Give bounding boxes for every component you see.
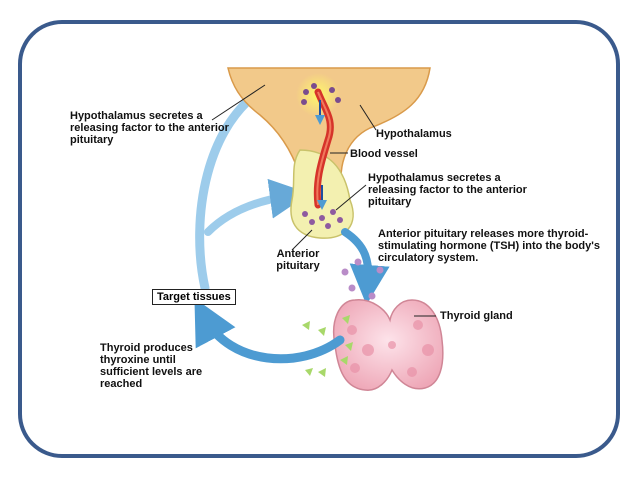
label-thyroid-gland: Thyroid gland [440,310,513,322]
label-hypothalamus-secretes-top: Hypothalamus secretes a releasing factor… [70,110,229,146]
label-hypothalamus-secretes-mid: Hypothalamus secretes a releasing factor… [368,172,527,208]
label-blood-vessel: Blood vessel [350,148,418,160]
tsh-arrow [341,228,390,305]
thyroxine-arrow [194,298,345,364]
thyroxine-triangles [302,315,353,377]
label-thyroid-produces: Thyroid produces thyroxine until suffici… [100,342,203,390]
releasing-factor-dots-top [301,83,341,105]
tsh-dots [341,258,384,300]
target-tissues-box: Target tissues [152,289,236,305]
label-hypothalamus: Hypothalamus [376,128,452,140]
feedback-arrow-to-pituitary [204,178,310,236]
label-anterior-pituitary-releases: Anterior pituitary releases more thyroid… [378,228,600,264]
releasing-factor-dots-pituitary [302,209,343,229]
label-anterior-pituitary: Anterior pituitary [276,248,320,272]
